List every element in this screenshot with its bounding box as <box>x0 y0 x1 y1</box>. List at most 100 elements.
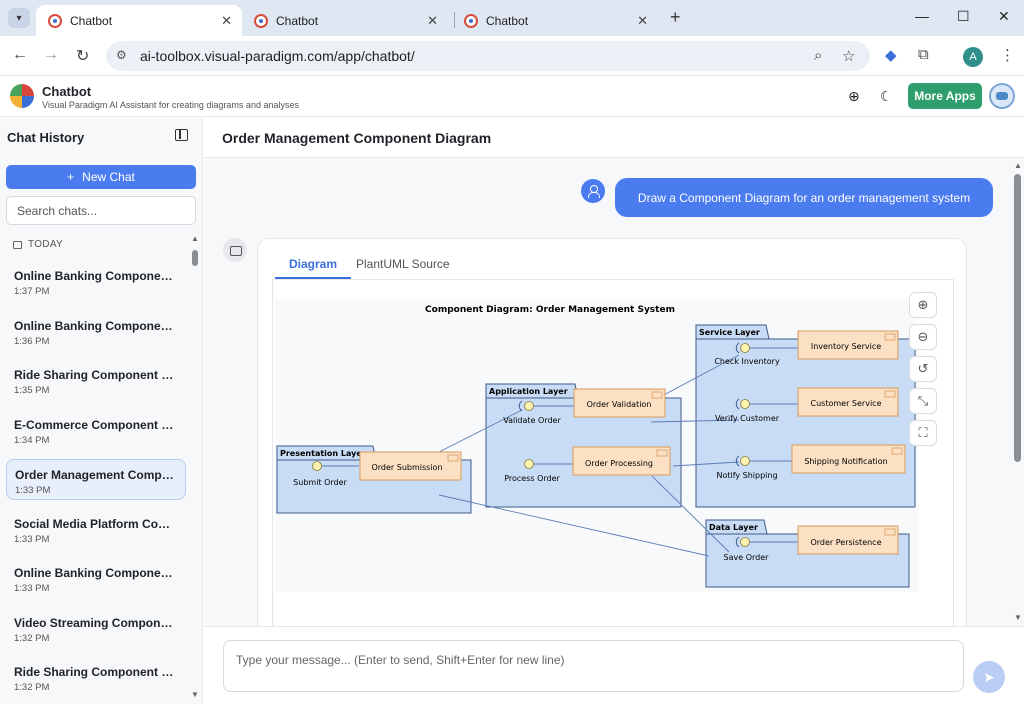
interface-label: Process Order <box>504 474 560 483</box>
bookmark-star-icon[interactable]: ☆ <box>842 48 856 65</box>
chat-history-item[interactable]: Social Media Platform Component Diagram … <box>6 509 186 550</box>
close-tab-icon[interactable]: ✕ <box>221 13 232 28</box>
scrollbar-thumb[interactable] <box>192 250 198 266</box>
component-diagram-svg: Component Diagram: Order Management Syst… <box>275 299 919 592</box>
component-shipping-notification: Shipping Notification <box>791 444 906 474</box>
component-inventory-service: Inventory Service <box>797 330 899 360</box>
main-scrollbar[interactable]: ▲ ▼ <box>1012 158 1024 626</box>
browser-menu-icon[interactable]: ⋮ <box>1000 47 1015 64</box>
fullscreen-icon[interactable]: ⛶ <box>909 420 937 446</box>
reset-view-icon[interactable]: ↺ <box>909 356 937 382</box>
chat-history-time: 1:32 PM <box>14 632 50 644</box>
more-apps-button[interactable]: More Apps <box>908 83 982 109</box>
app-header: Chatbot Visual Paradigm AI Assistant for… <box>0 77 1024 117</box>
interface-label: Check Inventory <box>714 357 780 366</box>
browser-tab-title: Chatbot <box>70 13 113 28</box>
profile-avatar[interactable]: A <box>963 47 983 67</box>
extensions-puzzle-icon[interactable]: ⧉ <box>918 46 929 63</box>
sidebar-scrollbar[interactable]: ▲ ▼ <box>190 234 199 704</box>
address-bar-row: ← → ↻ ⚙ ai-toolbox.visual-paradigm.com/a… <box>0 36 1024 76</box>
interface-check-inventory: Check Inventory <box>714 342 780 366</box>
send-button[interactable]: ➤ <box>973 661 1005 693</box>
chat-history-item[interactable]: Online Banking Component Diagram 1:36 PM <box>6 311 186 352</box>
zoom-in-icon[interactable]: ⊕ <box>909 292 937 318</box>
chat-history-item[interactable]: Video Streaming Component Diagram 1:32 P… <box>6 608 186 649</box>
close-tab-icon[interactable]: ✕ <box>637 13 648 28</box>
new-chat-button[interactable]: + New Chat <box>6 165 196 189</box>
extension-icon[interactable]: ◆ <box>885 47 897 64</box>
interface-label: Submit Order <box>293 478 347 487</box>
interface-label: Validate Order <box>503 416 561 425</box>
collapse-sidebar-icon[interactable] <box>175 129 188 141</box>
diagram-viewer[interactable]: Component Diagram: Order Management Syst… <box>272 280 954 626</box>
scroll-down-arrow-icon[interactable]: ▼ <box>1014 613 1022 622</box>
diagram-title: Component Diagram: Order Management Syst… <box>425 305 675 315</box>
chat-history-item[interactable]: Online Banking Component Diagram 1:33 PM <box>6 558 186 599</box>
browser-tab-2[interactable]: Chatbot ✕ <box>242 5 448 36</box>
browser-tab-1[interactable]: Chatbot ✕ <box>36 5 242 36</box>
date-group-label: TODAY <box>28 239 64 250</box>
chat-messages-area: Draw a Component Diagram for an order ma… <box>204 158 1024 626</box>
back-arrow-icon[interactable]: ← <box>12 46 28 63</box>
component-order-validation: Order Validation <box>573 388 666 418</box>
search-chats-input[interactable] <box>6 196 196 225</box>
globe-icon[interactable]: ⊕ <box>848 88 860 104</box>
browser-tab-3[interactable]: Chatbot ✕ <box>452 5 658 36</box>
message-input[interactable] <box>223 640 964 692</box>
chat-history-name: Online Banking Component Diagram <box>14 318 174 333</box>
url-text: ai-toolbox.visual-paradigm.com/app/chatb… <box>140 48 415 64</box>
chat-history-item-active[interactable]: Order Management Component Diagram 1:33 … <box>6 459 186 500</box>
forward-arrow-icon[interactable]: → <box>43 46 59 63</box>
interface-label: Save Order <box>724 553 770 562</box>
chat-history-list: Online Banking Component Diagram 1:37 PM… <box>6 261 186 704</box>
chat-history-item[interactable]: E-Commerce Component Diagram 1:34 PM <box>6 410 186 451</box>
browser-tab-title: Chatbot <box>486 13 529 28</box>
omnibox[interactable]: ⚙ ai-toolbox.visual-paradigm.com/app/cha… <box>106 41 870 71</box>
tab-diagram[interactable]: Diagram <box>275 257 352 279</box>
close-tab-icon[interactable]: ✕ <box>427 13 438 28</box>
dark-mode-moon-icon[interactable]: ☾ <box>880 88 893 104</box>
chat-history-item[interactable]: Ride Sharing Component Diagram 1:32 PM <box>6 657 186 698</box>
minimize-icon[interactable]: — <box>915 8 929 24</box>
tab-plantuml-source[interactable]: PlantUML Source <box>356 257 450 271</box>
zoom-icon[interactable]: ⌕ <box>814 47 823 64</box>
sidebar-title: Chat History <box>7 130 85 145</box>
scroll-down-arrow-icon[interactable]: ▼ <box>191 690 199 699</box>
new-tab-icon[interactable]: + <box>670 7 681 27</box>
scroll-up-arrow-icon[interactable]: ▲ <box>1014 161 1022 170</box>
package-label: Service Layer <box>699 328 760 337</box>
component-order-persistence: Order Persistence <box>797 525 899 555</box>
browser-tab-bar: ▾ Chatbot ✕ Chatbot ✕ Chatbot ✕ + — ☐ ✕ <box>0 0 1024 36</box>
interface-submit-order: Submit Order <box>293 461 348 487</box>
scrollbar-thumb[interactable] <box>1014 174 1021 462</box>
message-composer: ➤ <box>204 626 1024 704</box>
browser-tab-title: Chatbot <box>276 13 319 28</box>
chat-history-time: 1:35 PM <box>14 385 50 396</box>
maximize-icon[interactable]: ☐ <box>957 8 970 24</box>
app-logo-icon <box>10 84 34 108</box>
site-info-icon[interactable]: ⚙ <box>116 48 127 62</box>
component-order-processing: Order Processing <box>572 446 671 476</box>
component-label: Order Submission <box>371 463 442 472</box>
calendar-icon <box>13 240 22 249</box>
chat-history-name: E-Commerce Component Diagram <box>14 417 174 432</box>
assistant-avatar-icon[interactable] <box>989 83 1015 109</box>
user-message-bubble: Draw a Component Diagram for an order ma… <box>615 178 993 217</box>
interface-verify-customer: Verify Customer <box>715 398 780 423</box>
chat-history-item[interactable]: Online Banking Component Diagram 1:37 PM <box>6 261 186 302</box>
reload-icon[interactable]: ↻ <box>76 48 90 65</box>
chat-history-name: Online Banking Component Diagram <box>14 269 174 283</box>
scroll-up-arrow-icon[interactable]: ▲ <box>191 234 199 243</box>
assistant-response-card: Diagram PlantUML Source Component Diagra… <box>257 238 967 626</box>
tab-search-dropdown-icon[interactable]: ▾ <box>8 8 30 28</box>
component-order-submission: Order Submission <box>359 451 462 481</box>
interface-notify-shipping: Notify Shipping <box>716 455 778 480</box>
component-label: Inventory Service <box>811 342 881 351</box>
fit-to-screen-icon[interactable]: ⤡ <box>909 388 937 414</box>
zoom-out-icon[interactable]: ⊖ <box>909 324 937 350</box>
interface-label: Notify Shipping <box>716 471 777 480</box>
tab-separator <box>454 12 455 28</box>
window-close-icon[interactable]: ✕ <box>998 8 1010 24</box>
interface-label: Verify Customer <box>715 414 780 423</box>
chat-history-item[interactable]: Ride Sharing Component Diagram 1:35 PM <box>6 360 186 401</box>
